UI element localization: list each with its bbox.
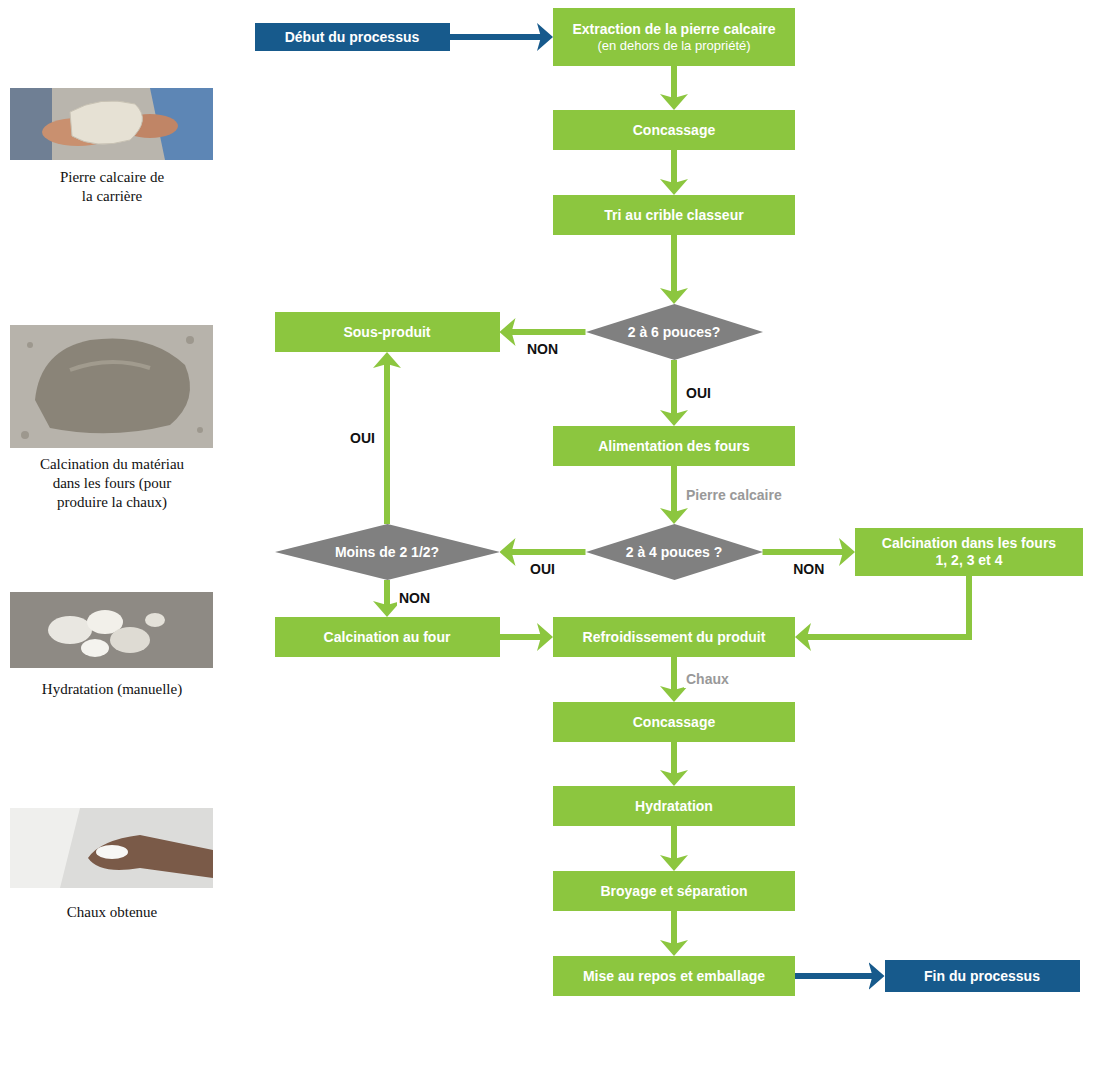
diamond-outline <box>586 524 763 580</box>
process-box: Sous-produit <box>275 312 500 352</box>
node-label: 2 à 4 pouces ? <box>626 544 722 561</box>
flow-arrow <box>450 34 544 40</box>
edge-label: NON <box>397 590 432 607</box>
edge-label: OUI <box>348 430 377 447</box>
node-label: Refroidissement du produit <box>583 629 766 646</box>
flow-arrow <box>510 549 586 555</box>
end-terminal: Fin du processus <box>885 960 1080 992</box>
flow-arrow <box>671 360 677 416</box>
photo-caption: Hydratation (manuelle) <box>12 680 212 699</box>
flow-arrow <box>671 911 677 946</box>
flow-arrow <box>763 549 846 555</box>
diamond-outline <box>275 524 500 580</box>
flow-arrow <box>510 329 586 335</box>
process-box: Calcination au four <box>275 617 500 657</box>
node-label: Alimentation des fours <box>598 438 750 455</box>
flow-arrow <box>671 235 677 294</box>
node-label: Extraction de la pierre calcaire <box>572 21 775 38</box>
flow-arrow <box>805 576 969 637</box>
node-label: Concassage <box>633 122 715 139</box>
flow-arrow <box>671 657 677 692</box>
quarry-stone-photo <box>10 88 213 160</box>
process-box: Concassage <box>553 110 795 150</box>
flow-arrow <box>671 466 677 514</box>
node-label: Concassage <box>633 714 715 731</box>
photo-caption: Pierre calcaire de la carrière <box>56 168 168 206</box>
flow-arrow <box>500 634 544 640</box>
decision-diamond: 2 à 6 pouces? <box>586 304 763 360</box>
node-label: 2 à 6 pouces? <box>628 324 721 341</box>
node-label: Début du processus <box>285 29 420 46</box>
decision-diamond: Moins de 2 1/2? <box>275 524 500 580</box>
node-label: Moins de 2 1/2? <box>335 544 439 561</box>
flow-arrow <box>795 973 875 979</box>
process-box: Alimentation des fours <box>553 426 795 466</box>
process-box: Extraction de la pierre calcaire(en deho… <box>553 8 795 66</box>
start-terminal: Début du processus <box>255 23 450 52</box>
lime-photo <box>10 808 213 888</box>
flow-arrow <box>671 150 677 185</box>
edge-label: OUI <box>684 385 713 402</box>
node-label: Sous-produit <box>343 324 430 341</box>
node-label: Hydratation <box>635 798 713 815</box>
node-sublabel: (en dehors de la propriété) <box>597 38 750 54</box>
process-box: Refroidissement du produit <box>553 617 795 657</box>
node-label: Calcination au four <box>324 629 451 646</box>
process-box: Tri au crible classeur <box>553 195 795 235</box>
process-box: Concassage <box>553 702 795 742</box>
edge-label: NON <box>791 561 826 578</box>
edge-label: Pierre calcaire <box>684 487 784 504</box>
photo-caption: Chaux obtenue <box>12 903 212 922</box>
process-box: Mise au repos et emballage <box>553 956 795 996</box>
edge-label: Chaux <box>684 671 731 688</box>
flow-arrow <box>671 66 677 100</box>
flow-arrow <box>384 580 390 607</box>
edge-label: NON <box>525 341 560 358</box>
node-label: Fin du processus <box>924 968 1040 985</box>
node-label: Tri au crible classeur <box>604 207 743 224</box>
process-box: Calcination dans les fours 1, 2, 3 et 4 <box>855 528 1083 576</box>
node-label: Broyage et séparation <box>600 883 747 900</box>
flow-arrow <box>384 362 390 524</box>
decision-diamond: 2 à 4 pouces ? <box>586 524 763 580</box>
kiln-material-photo <box>10 325 213 448</box>
process-box: Hydratation <box>553 786 795 826</box>
flow-arrow <box>671 826 677 861</box>
node-label: Calcination dans les fours 1, 2, 3 et 4 <box>875 535 1063 569</box>
node-label: Mise au repos et emballage <box>583 968 765 985</box>
edge-label: OUI <box>528 561 557 578</box>
photo-caption: Calcination du matériau dans les fours (… <box>32 455 192 511</box>
flow-arrow <box>671 742 677 776</box>
process-box: Broyage et séparation <box>553 871 795 911</box>
hydration-photo <box>10 592 213 668</box>
diamond-outline <box>586 304 763 360</box>
